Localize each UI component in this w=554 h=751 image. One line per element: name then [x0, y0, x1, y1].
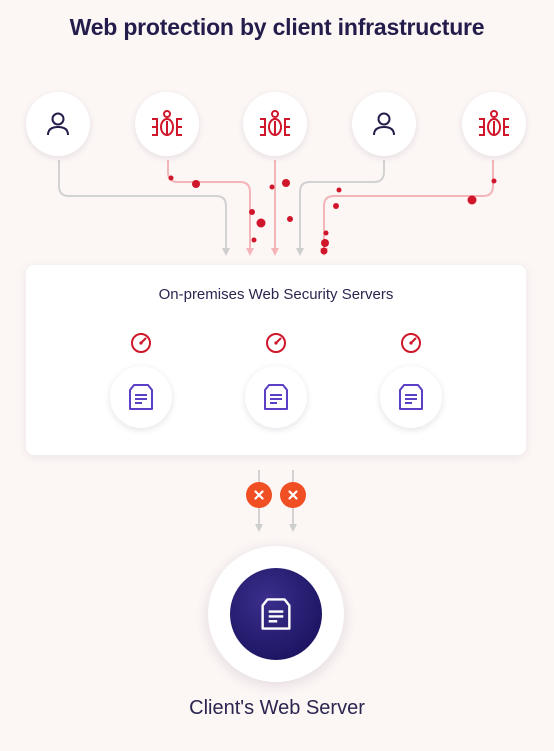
- server-icon: [399, 384, 423, 410]
- server-icon: [261, 598, 291, 630]
- client-server-badge: [230, 568, 322, 660]
- user-icon: [373, 112, 395, 136]
- blocked-badge-2: [280, 482, 306, 508]
- bug-icon: [260, 110, 290, 136]
- client-label: Client's Web Server: [189, 697, 365, 719]
- source-user-2: [352, 92, 416, 156]
- source-bot-2: [243, 92, 307, 156]
- gauge-icon: [131, 333, 151, 353]
- close-icon: [254, 490, 264, 500]
- gauge-icon: [266, 333, 286, 353]
- diagram-title: Web protection by client infrastructure: [69, 14, 485, 40]
- blocked-badge-1: [246, 482, 272, 508]
- close-icon: [288, 490, 298, 500]
- flow-user-1: [58, 160, 230, 256]
- gauge-icon: [401, 333, 421, 353]
- client-web-server: [208, 546, 344, 682]
- flow-user-2: [296, 160, 385, 256]
- server-icon: [264, 384, 288, 410]
- security-servers-panel: On-premises Web Security Servers: [26, 265, 526, 455]
- bug-icon: [479, 110, 509, 136]
- security-server-3: [380, 366, 442, 428]
- flow-bot-3: [320, 160, 494, 256]
- source-bot-3: [462, 92, 526, 156]
- bug-icon: [152, 110, 182, 136]
- server-icon: [129, 384, 153, 410]
- panel-title: On-premises Web Security Servers: [158, 286, 394, 303]
- source-bot-1: [135, 92, 199, 156]
- user-icon: [47, 112, 69, 136]
- bot-particles: [168, 175, 497, 255]
- security-server-2: [245, 366, 307, 428]
- source-user-1: [26, 92, 90, 156]
- flow-bot-1: [167, 160, 254, 256]
- security-server-1: [110, 366, 172, 428]
